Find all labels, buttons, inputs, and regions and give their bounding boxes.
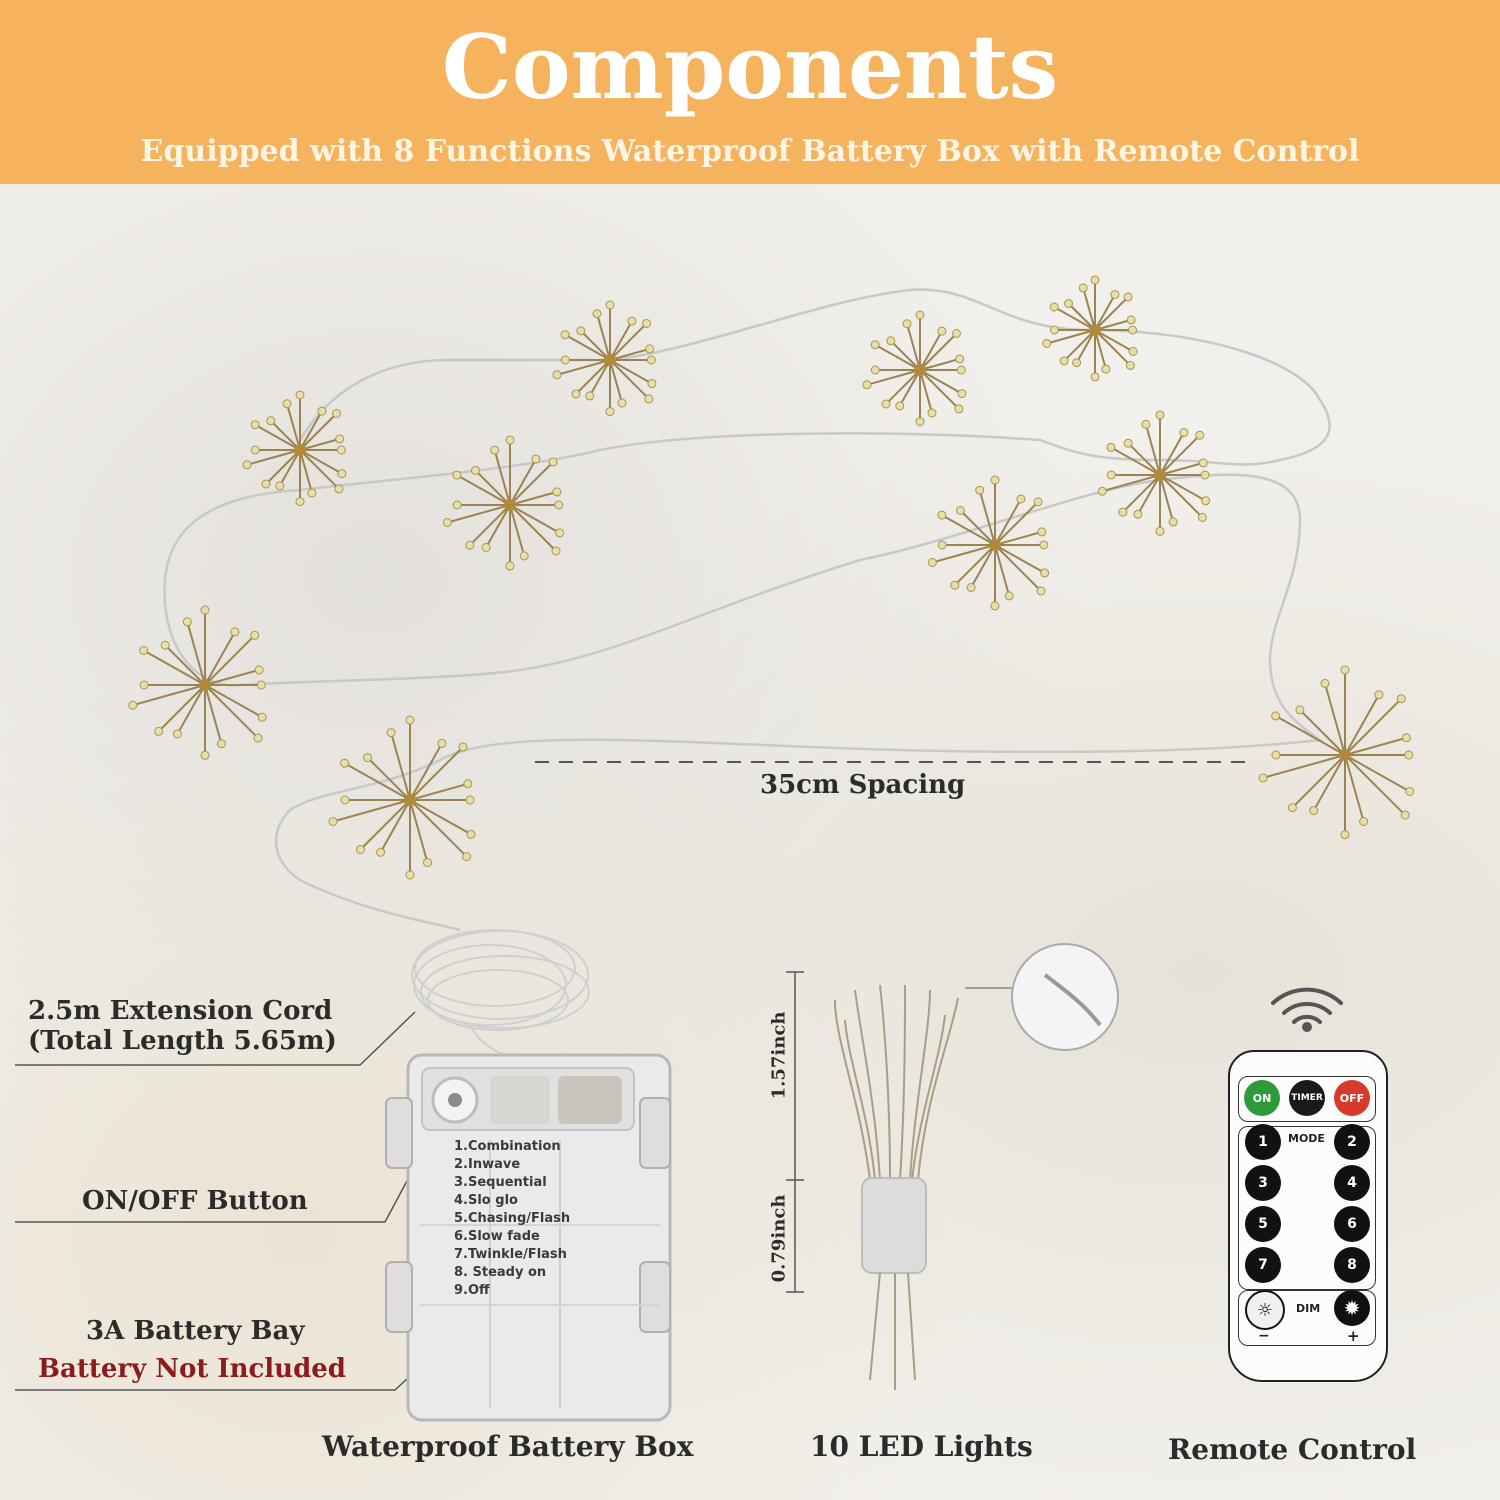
remote-mode-6-button[interactable]: 6 (1334, 1206, 1370, 1242)
page-subtitle: Equipped with 8 Functions Waterproof Bat… (140, 134, 1360, 169)
firework-burst (927, 475, 1050, 611)
remote-plus-label: + (1347, 1327, 1360, 1345)
mode-item: 5.Chasing/Flash (454, 1211, 571, 1226)
sun-dim-icon: ☼ (1256, 1299, 1274, 1321)
light-wire (163, 288, 1331, 932)
firework-burst (128, 605, 267, 760)
remote-mode-7-button[interactable]: 7 (1245, 1247, 1281, 1283)
on-off-button[interactable] (433, 1078, 477, 1122)
dimension-marker (786, 971, 804, 1293)
mode-item: 6.Slow fade (454, 1229, 540, 1244)
remote-mode-8-button[interactable]: 8 (1334, 1247, 1370, 1283)
header-banner (0, 0, 1500, 184)
remote-control: ON TIMER OFF MODE 1 2 3 4 5 6 7 8 ☼ ✹ DI… (1228, 1050, 1388, 1382)
mode-item: 2.Inwave (454, 1157, 521, 1172)
sun-bright-icon: ✹ (1343, 1296, 1361, 1320)
remote-power-group (1238, 1076, 1376, 1122)
mode-item: 7.Twinkle/Flash (454, 1247, 567, 1262)
leader-extension-cord (15, 1011, 416, 1066)
remote-caption: Remote Control (1168, 1433, 1417, 1466)
firework-burst (862, 310, 967, 427)
coiled-cord (411, 929, 590, 1061)
battery-box-mode-list: 1.Combination 2.Inwave 3.Sequential 4.Sl… (454, 1138, 570, 1300)
battery-not-included-label: Battery Not Included (38, 1354, 346, 1384)
page-title: Components (441, 15, 1059, 119)
led-caption: 10 LED Lights (810, 1430, 1033, 1463)
remote-dim-up-button[interactable]: ✹ (1334, 1290, 1370, 1326)
mode-item: 1.Combination (454, 1139, 561, 1154)
remote-timer-button[interactable]: TIMER (1289, 1080, 1325, 1116)
remote-dim-group (1238, 1290, 1376, 1346)
remote-dim-down-button[interactable]: ☼ (1245, 1290, 1285, 1330)
battery-box (385, 1053, 672, 1422)
remote-mode-label: MODE (1288, 1132, 1325, 1145)
firework-lights (128, 275, 1415, 880)
firework-burst (1097, 410, 1211, 536)
mode-item: 3.Sequential (454, 1175, 547, 1190)
remote-mode-group (1238, 1126, 1376, 1290)
firework-burst (1258, 665, 1415, 840)
extension-cord-label: 2.5m Extension Cord (28, 996, 333, 1026)
remote-mode-4-button[interactable]: 4 (1334, 1165, 1370, 1201)
spacing-label: 35cm Spacing (760, 770, 966, 800)
remote-mode-3-button[interactable]: 3 (1245, 1165, 1281, 1201)
on-off-button-label: ON/OFF Button (82, 1186, 308, 1216)
mode-item: 9.Off (454, 1283, 490, 1298)
remote-mode-5-button[interactable]: 5 (1245, 1206, 1281, 1242)
remote-mode-2-button[interactable]: 2 (1334, 1124, 1370, 1160)
battery-bay-label: 3A Battery Bay (86, 1316, 305, 1346)
mode-item: 4.Slo glo (454, 1193, 518, 1208)
remote-on-button[interactable]: ON (1244, 1080, 1280, 1116)
remote-mode-1-button[interactable]: 1 (1245, 1124, 1281, 1160)
wireless-icon (1271, 987, 1343, 1032)
remote-dim-label: DIM (1296, 1302, 1321, 1315)
led-zoom-circle (1011, 943, 1119, 1051)
mode-item: 8. Steady on (454, 1265, 547, 1280)
battery-box-caption: Waterproof Battery Box (322, 1430, 694, 1463)
firework-burst (442, 435, 565, 571)
remote-off-button[interactable]: OFF (1334, 1080, 1370, 1116)
firework-burst (328, 715, 476, 880)
remote-minus-label: − (1258, 1328, 1270, 1344)
total-length-label: (Total Length 5.65m) (28, 1026, 337, 1056)
dimension-bottom-label: 0.79inch (768, 1194, 790, 1283)
led-bundle (834, 984, 959, 1390)
firework-burst (242, 390, 347, 507)
dimension-top-label: 1.57inch (768, 1011, 790, 1100)
firework-burst (1042, 275, 1138, 382)
firework-burst (552, 300, 657, 417)
